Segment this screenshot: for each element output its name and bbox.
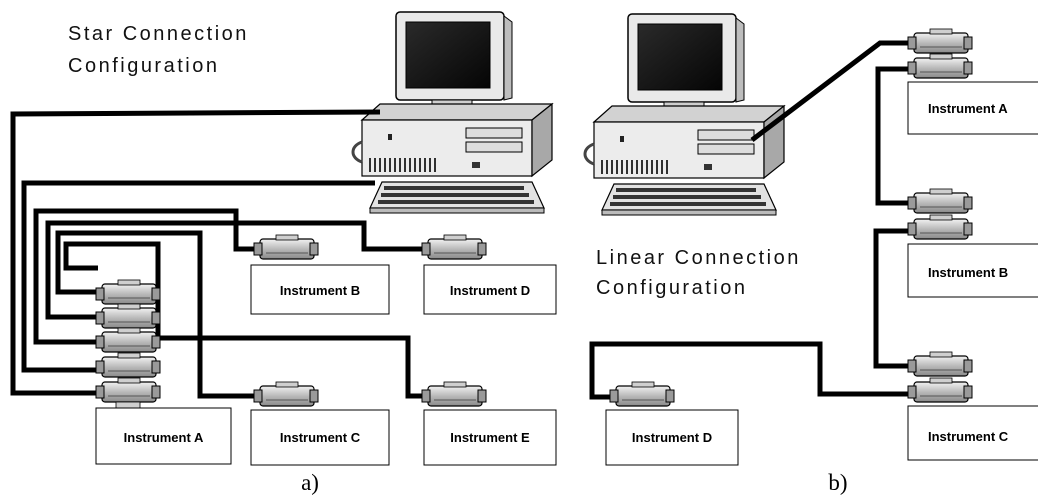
instrument-b: Instrument B	[250, 234, 390, 315]
linear-b-connector-in	[907, 188, 973, 214]
panel-b-title-line1: Linear Connection	[596, 247, 801, 269]
linear-instrument-b: Instrument B	[907, 188, 1038, 298]
instrument-d-connector	[421, 234, 487, 260]
linear-instrument-a-label: Instrument A	[928, 101, 1008, 116]
instrument-c-connector	[253, 381, 319, 407]
linear-instrument-c-label: Instrument C	[928, 429, 1009, 444]
instrument-e-label: Instrument E	[450, 430, 530, 445]
instrument-e-connector	[421, 381, 487, 407]
instrument-e: Instrument E	[421, 381, 557, 466]
panel-b-title-line2: Configuration	[596, 277, 747, 299]
instrument-d: Instrument D	[421, 234, 557, 315]
panel-b-linear: Linear Connection Configuration Instrume…	[583, 12, 1038, 495]
panel-b-caption: b)	[828, 470, 847, 495]
panel-a-caption: a)	[301, 470, 319, 495]
panel-a-title-line1: Star Connection	[68, 23, 249, 45]
linear-c-connector-out	[907, 377, 973, 403]
instrument-a-connector-stack	[95, 279, 161, 409]
instrument-d-label: Instrument D	[450, 283, 530, 298]
instrument-c: Instrument C	[250, 381, 390, 466]
linear-instrument-a: Instrument A	[907, 28, 1038, 135]
linear-cables	[589, 40, 912, 400]
linear-b-connector-out	[907, 214, 973, 240]
instrument-a-label: Instrument A	[124, 430, 204, 445]
linear-instrument-c: Instrument C	[907, 351, 1038, 461]
instrument-b-label: Instrument B	[280, 283, 360, 298]
panel-a-title-line2: Configuration	[68, 55, 219, 77]
linear-instrument-b-label: Instrument B	[928, 265, 1008, 280]
instrument-a-box: Instrument A	[95, 407, 232, 465]
linear-d-connector	[609, 381, 675, 407]
linear-a-connector-out	[907, 53, 973, 79]
computer-icon	[583, 12, 786, 217]
instrument-b-connector	[253, 234, 319, 260]
computer-icon	[351, 10, 554, 215]
panel-a-star: Star Connection Configuration Instrument…	[10, 10, 557, 495]
linear-instrument-d: Instrument D	[605, 381, 739, 466]
linear-c-connector-in	[907, 351, 973, 377]
linear-instrument-d-label: Instrument D	[632, 430, 712, 445]
instrument-c-label: Instrument C	[280, 430, 361, 445]
linear-a-connector-in	[907, 28, 973, 54]
